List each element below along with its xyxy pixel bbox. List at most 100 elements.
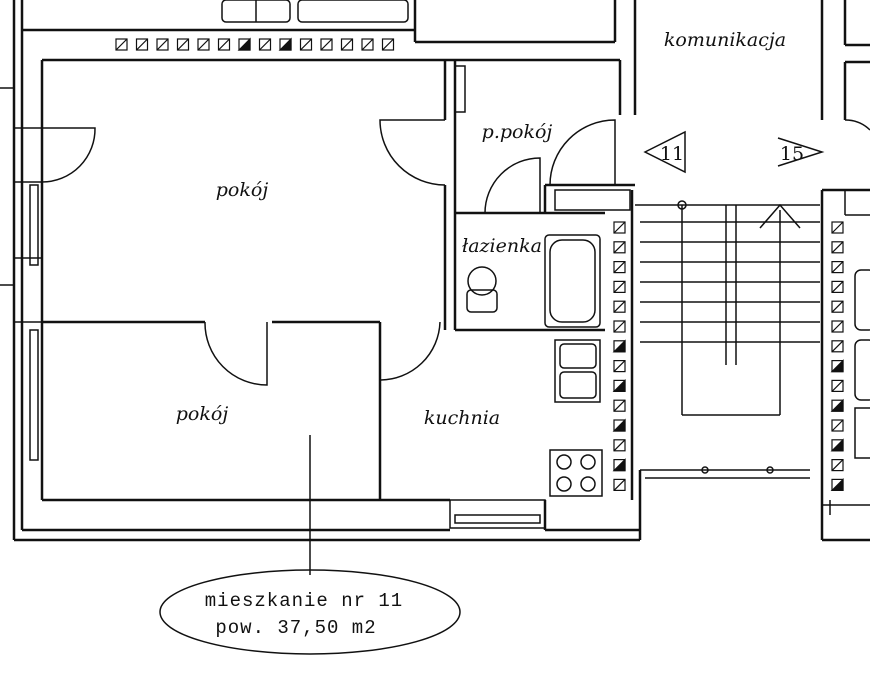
staircase	[635, 200, 820, 479]
vent-block	[613, 399, 626, 412]
vent-block	[613, 360, 626, 373]
vent-block	[831, 320, 844, 333]
vent-hatch	[613, 399, 626, 412]
vent-hatch	[831, 261, 844, 274]
stair-marker-left	[643, 130, 686, 174]
vent-block	[258, 38, 272, 51]
vent-hatch	[831, 320, 844, 333]
vent-block	[613, 300, 626, 313]
vent-hatch	[237, 37, 251, 51]
vent-hatch	[115, 38, 128, 51]
apartment-area: pow. 37,50 m2	[215, 617, 376, 639]
vent-hatch	[300, 38, 312, 51]
vent-hatch	[831, 459, 844, 472]
vent-hatch	[831, 340, 844, 353]
stair-number-right: 15	[780, 143, 804, 165]
vent-block	[613, 478, 626, 491]
vent-hatch	[382, 38, 394, 51]
vent-hatch	[156, 38, 169, 51]
vent-hatch	[613, 300, 626, 313]
vent-block	[831, 300, 844, 313]
vent-hatch	[259, 38, 271, 51]
vent-hatch	[613, 241, 626, 254]
vent-hatch	[612, 418, 626, 432]
vent-hatch	[830, 438, 844, 452]
vent-hatch	[831, 419, 844, 432]
vent-block	[831, 241, 844, 254]
neighbour-vent-column	[830, 221, 844, 491]
left-windows	[0, 87, 42, 461]
stair-treads	[640, 221, 820, 343]
top-vent-row	[115, 37, 395, 51]
vent-block	[217, 38, 231, 51]
vent-block	[831, 280, 844, 293]
interior-walls	[42, 58, 635, 500]
vent-block	[613, 320, 626, 333]
vent-block	[176, 38, 190, 51]
vent-block	[831, 221, 844, 234]
bathroom-fixtures	[466, 234, 601, 328]
vent-hatch	[361, 38, 374, 51]
vent-block	[381, 38, 395, 51]
vent-block	[613, 221, 626, 234]
vent-block	[299, 38, 313, 51]
vent-hatch	[830, 398, 844, 412]
vent-block	[831, 340, 844, 353]
vent-hatch	[830, 477, 844, 491]
vent-block	[613, 261, 626, 274]
apartment-name: mieszkanie nr 11	[205, 590, 403, 612]
room-label-kitchen: kuchnia	[424, 407, 500, 429]
room-label-pokoj-2: pokój	[176, 403, 229, 425]
vent-block	[156, 38, 169, 51]
vent-block	[831, 459, 844, 472]
room-label-bathroom: łazienka	[462, 235, 542, 257]
vent-hatch	[136, 38, 148, 51]
kitchen-fixtures	[549, 339, 603, 497]
vent-hatch	[613, 360, 626, 373]
vent-hatch	[612, 458, 626, 472]
vent-block	[361, 38, 374, 51]
vent-block	[320, 38, 333, 51]
stair-marker-right	[777, 137, 825, 167]
vent-hatch	[612, 339, 626, 353]
vent-block	[613, 439, 626, 452]
vent-block	[831, 261, 844, 274]
stair-number-left: 11	[660, 143, 684, 165]
vent-hatch	[278, 37, 292, 51]
vent-hatch	[613, 439, 626, 452]
room-label-hall: p.pokój	[482, 121, 553, 143]
vent-hatch	[831, 300, 844, 313]
room-label-corridor: komunikacja	[664, 29, 786, 51]
vent-block	[831, 419, 844, 432]
vent-hatch	[612, 378, 626, 392]
vent-block	[135, 38, 149, 51]
vent-hatch	[177, 38, 189, 51]
room-label-pokoj-1: pokój	[216, 179, 269, 201]
vent-hatch	[830, 359, 844, 373]
vent-hatch	[197, 38, 210, 51]
vent-hatch	[218, 38, 230, 51]
vent-block	[115, 38, 128, 51]
right-neighbour	[820, 0, 870, 542]
vent-hatch	[831, 221, 844, 234]
vent-hatch	[613, 478, 626, 491]
vent-hatch	[831, 280, 844, 293]
vent-hatch	[831, 379, 844, 392]
vent-hatch	[613, 221, 626, 234]
vent-hatch	[613, 261, 626, 274]
apartment-ellipse	[159, 569, 461, 655]
kitchen-vent-column	[612, 221, 626, 491]
vent-hatch	[341, 38, 353, 51]
vent-block	[340, 38, 354, 51]
vent-block	[831, 379, 844, 392]
door-swings	[41, 119, 870, 386]
vent-hatch	[320, 38, 333, 51]
vent-hatch	[831, 241, 844, 254]
vent-block	[613, 280, 626, 293]
vent-hatch	[613, 320, 626, 333]
vent-block	[197, 38, 210, 51]
exterior-walls	[12, 0, 642, 542]
kitchen-window	[449, 499, 546, 529]
vent-block	[613, 241, 626, 254]
